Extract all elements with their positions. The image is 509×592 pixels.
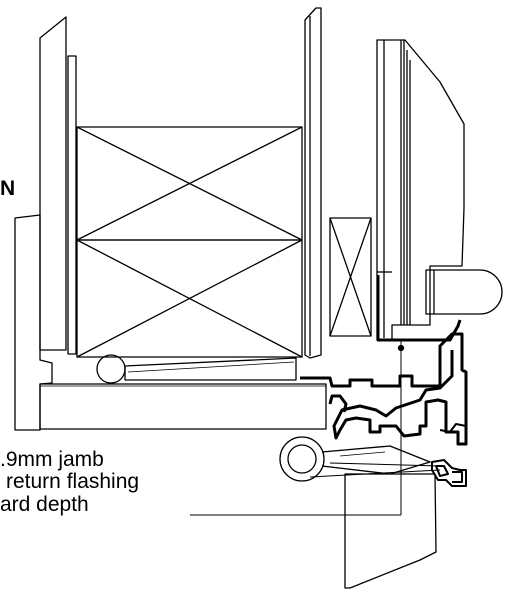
window-sash [376,39,465,341]
frame-profile-details [431,423,467,487]
left-timber-post [67,55,77,355]
frame-profile [300,275,468,446]
packer-block [329,217,372,337]
right-timber-post [304,7,322,359]
backing-rod [96,354,297,384]
glazing-bead [425,269,503,315]
insulation-block-lower [76,239,303,358]
left-wall-stud [39,16,67,351]
left-wall-lining [14,214,53,431]
callout-leaders [190,462,441,516]
callout-return-flashing: return flashing [6,470,140,493]
sill-board [39,383,327,430]
partial-heading: N [0,177,16,200]
leader-vertical [397,340,405,515]
callout-jamb: .9mm jamb [0,448,104,471]
callout-depth: ard depth [0,493,89,516]
lower-panel [344,473,437,589]
flashing-ring [279,436,431,482]
insulation-block-upper [76,126,303,241]
